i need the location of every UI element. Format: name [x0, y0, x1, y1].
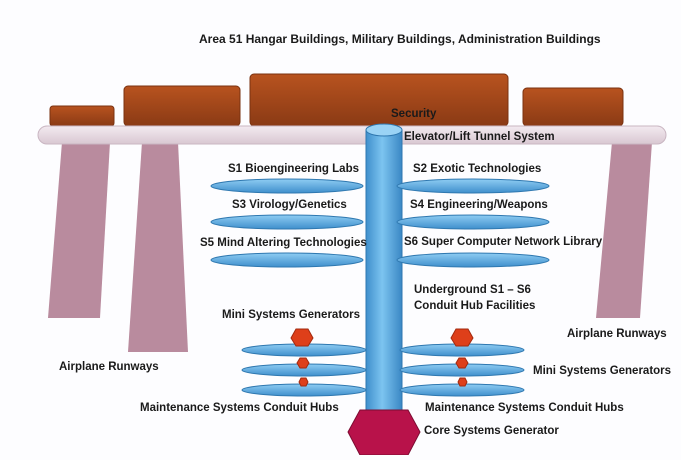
s4-label: S4 Engineering/Weapons — [410, 199, 548, 211]
s1-label: S1 Bioengineering Labs — [228, 163, 359, 175]
elevator-shaft — [365, 129, 403, 456]
mini-generators-label-left: Mini Systems Generators — [222, 309, 361, 321]
surface-platform — [37, 125, 667, 145]
generator-right-large — [450, 328, 474, 347]
core-generator-label: Core Systems Generator — [424, 425, 559, 437]
building-3 — [249, 73, 509, 127]
building-2 — [123, 85, 241, 127]
core-generator — [347, 409, 421, 456]
runway-left-outer — [48, 142, 110, 318]
generator-right-small — [457, 377, 468, 387]
generator-right-mid — [455, 357, 469, 369]
mini-generators-label-right: Mini Systems Generators — [533, 365, 672, 377]
disc-s1 — [210, 178, 364, 194]
lower-discs — [241, 343, 525, 397]
runway-left-inner — [128, 142, 188, 352]
disc-s3 — [210, 214, 364, 230]
elevator-label: Elevator/Lift Tunnel System — [404, 131, 555, 143]
elevator-shaft-top — [365, 123, 403, 137]
mini-generators — [290, 328, 474, 387]
runways-label-right: Airplane Runways — [567, 328, 667, 340]
diagram-title: Area 51 Hangar Buildings, Military Build… — [199, 32, 601, 46]
maintenance-label-left: Maintenance Systems Conduit Hubs — [140, 402, 339, 414]
s5-label: S5 Mind Altering Technologies — [200, 237, 367, 249]
s6-label: S6 Super Computer Network Library — [404, 236, 603, 248]
building-4 — [522, 87, 624, 127]
disc-s5 — [210, 252, 364, 268]
underground-label-line2: Conduit Hub Facilities — [414, 300, 536, 312]
level-discs — [210, 178, 550, 268]
disc-s4 — [396, 214, 550, 230]
generator-left-large — [290, 328, 314, 347]
security-label: Security — [391, 108, 437, 120]
building-1 — [49, 105, 115, 127]
runways-label-left: Airplane Runways — [59, 361, 159, 373]
disc-s2 — [396, 178, 550, 194]
runway-right — [596, 142, 652, 318]
maintenance-label-right: Maintenance Systems Conduit Hubs — [425, 402, 624, 414]
s3-label: S3 Virology/Genetics — [232, 199, 347, 211]
generator-left-mid — [296, 357, 310, 369]
underground-label-line1: Underground S1 – S6 — [414, 284, 531, 296]
generator-left-small — [298, 377, 309, 387]
disc-s6 — [396, 252, 550, 268]
s2-label: S2 Exotic Technologies — [413, 163, 542, 175]
